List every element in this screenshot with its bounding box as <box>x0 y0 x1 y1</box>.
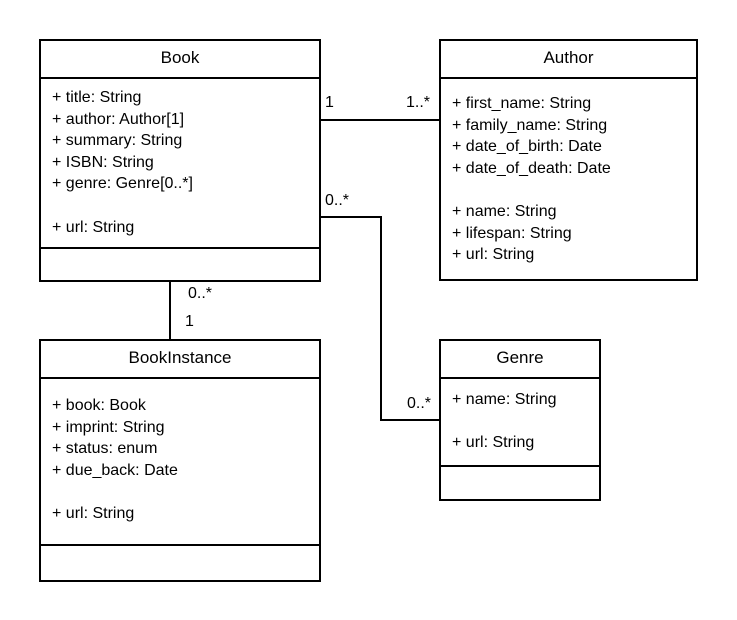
multiplicity-book-instance-book-end: 0..* <box>188 285 213 302</box>
multiplicity-book-author-book-end: 1 <box>325 94 334 111</box>
class-book[interactable]: Book + title: String + author: Author[1]… <box>39 39 321 282</box>
class-name: Genre <box>441 341 599 379</box>
class-name: Book <box>41 41 319 79</box>
attribute-spacer <box>452 179 686 201</box>
attribute-compartment: + first_name: String + family_name: Stri… <box>441 79 696 283</box>
attribute: + date_of_death: Date <box>452 159 611 177</box>
attribute: + family_name: String <box>452 116 608 134</box>
multiplicity-book-instance-instance-end: 1 <box>185 313 194 330</box>
attribute: + date_of_birth: Date <box>452 138 602 156</box>
attribute-compartment: + title: String + author: Author[1] + su… <box>41 79 319 249</box>
attribute: + lifespan: String <box>452 224 572 242</box>
attribute-compartment: + name: String + url: String <box>441 379 599 467</box>
attribute: + url: String <box>452 434 535 452</box>
attribute-spacer <box>52 481 309 503</box>
multiplicity-book-genre-book-end: 0..* <box>325 192 350 209</box>
attribute: + imprint: String <box>52 418 165 436</box>
attribute: + status: enum <box>52 440 158 458</box>
attribute: + genre: Genre[0..*] <box>52 175 193 193</box>
attribute: + ISBN: String <box>52 153 154 171</box>
attribute: + name: String <box>452 391 557 408</box>
attribute: + book: Book <box>52 397 146 414</box>
attribute: + title: String <box>52 89 142 106</box>
attribute: + due_back: Date <box>52 461 178 479</box>
multiplicity-book-author-author-end: 1..* <box>406 94 431 111</box>
attribute: + first_name: String <box>452 95 592 112</box>
class-name: BookInstance <box>41 341 319 379</box>
attribute-spacer <box>52 195 309 217</box>
class-name: Author <box>441 41 696 79</box>
class-bookinstance[interactable]: BookInstance + book: Book + imprint: Str… <box>39 339 321 582</box>
attribute: + summary: String <box>52 132 183 150</box>
attribute: + author: Author[1] <box>52 110 185 128</box>
attribute-spacer <box>452 411 589 433</box>
attribute-compartment: + book: Book + imprint: String + status:… <box>41 379 319 546</box>
attribute: + url: String <box>52 218 135 236</box>
attribute: + name: String <box>452 202 557 220</box>
attribute: + url: String <box>452 246 535 264</box>
class-genre[interactable]: Genre + name: String + url: String <box>439 339 601 501</box>
attribute: + url: String <box>52 504 135 522</box>
class-author[interactable]: Author + first_name: String + family_nam… <box>439 39 698 281</box>
multiplicity-book-genre-genre-end: 0..* <box>407 395 432 412</box>
association-book-genre <box>321 216 439 421</box>
